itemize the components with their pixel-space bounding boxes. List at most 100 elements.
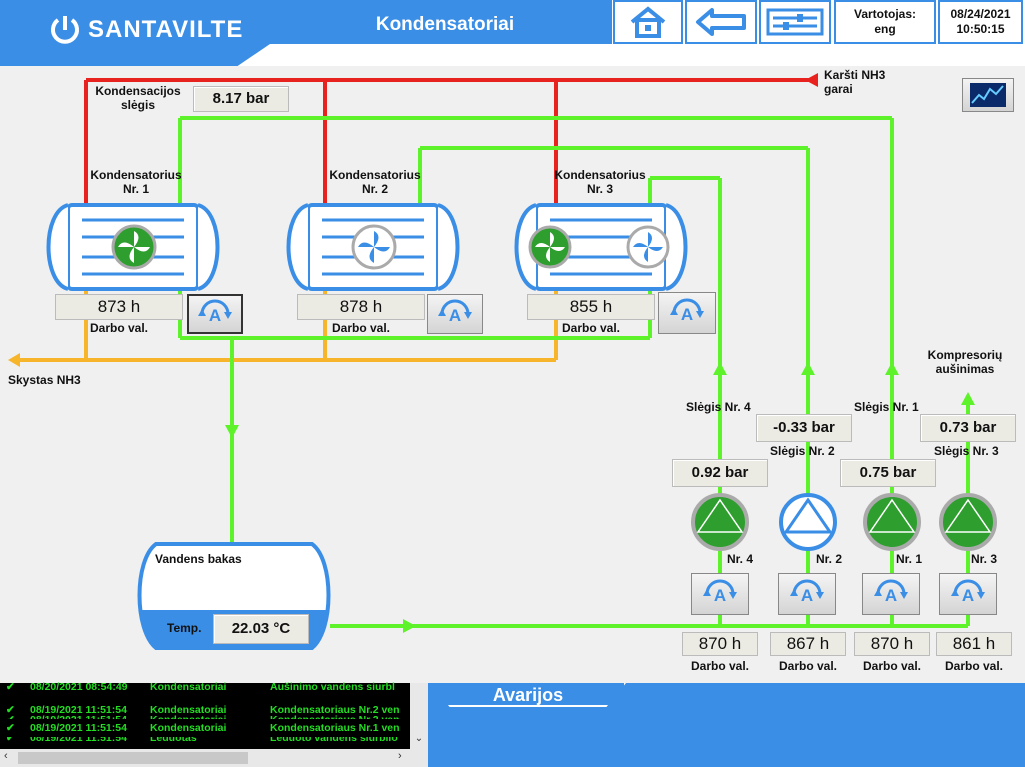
pump-3-auto-button[interactable]: A: [939, 573, 997, 615]
pressure-1-label: Slėgis Nr. 1: [854, 400, 919, 414]
auto-mode-icon: A: [438, 299, 472, 325]
alarm-hscrollbar[interactable]: ‹ ›: [0, 749, 428, 767]
pump-4-hours-label: Darbo val.: [690, 659, 750, 673]
condenser-1-hours-label: Darbo val.: [89, 321, 149, 335]
condenser-1-auto-button[interactable]: A: [187, 294, 243, 334]
auto-mode-icon: A: [670, 298, 704, 324]
auto-mode-icon: A: [951, 579, 985, 605]
settings-button[interactable]: [759, 0, 831, 44]
check-icon: ✔: [6, 681, 15, 693]
pressure-4-label: Slėgis Nr. 4: [686, 400, 751, 414]
sliders-icon: [766, 8, 824, 36]
condenser-2-hours-label: Darbo val.: [331, 321, 391, 335]
alarms-tab[interactable]: [430, 683, 626, 707]
water-tank-label: Vandens bakas: [155, 552, 242, 566]
pressure-2-value: -0.33 bar: [756, 414, 852, 442]
auto-mode-icon: A: [874, 579, 908, 605]
alarm-row[interactable]: ✔ 08/19/2021 11:51:54 Kondensatoriai Kon…: [6, 704, 400, 716]
pump-1-hours: 870 h: [854, 632, 930, 656]
pump-2-auto-button[interactable]: A: [778, 573, 836, 615]
condenser-1-hours: 873 h: [55, 294, 183, 320]
pump-3-hours-label: Darbo val.: [944, 659, 1004, 673]
fan-3b-icon: [626, 225, 670, 269]
page-title: Kondensatoriai: [375, 14, 515, 35]
back-arrow-icon: [696, 8, 746, 36]
pump-2-icon: [779, 493, 837, 551]
user-box: Vartotojas: eng: [834, 0, 936, 44]
pump-2-nr: Nr. 2: [816, 552, 843, 566]
trend-chart-icon: [970, 83, 1006, 107]
chevron-left-icon[interactable]: ‹: [4, 750, 8, 762]
fan-2-icon: [351, 224, 397, 270]
condenser-3-auto-button[interactable]: A: [658, 292, 716, 334]
pump-1-nr: Nr. 1: [896, 552, 923, 566]
condenser-2-auto-button[interactable]: A: [427, 294, 483, 334]
time-text: 10:50:15: [956, 22, 1005, 36]
svg-text:A: A: [885, 586, 897, 605]
alarms-tab-label[interactable]: Avarijos: [492, 685, 564, 705]
tank-temp-label: Temp.: [167, 621, 202, 635]
check-icon: ✔: [6, 732, 15, 744]
svg-text:A: A: [962, 586, 974, 605]
brand-bar-tail: [0, 44, 270, 66]
pressure-3-label: Slėgis Nr. 3: [934, 444, 999, 458]
liquid-arrow: [8, 353, 20, 367]
pump-1-hours-label: Darbo val.: [862, 659, 922, 673]
user-label: Vartotojas:: [853, 7, 916, 21]
liquid-nh3-label: Skystas NH3: [8, 373, 81, 387]
pump-3-hours: 861 h: [936, 632, 1012, 656]
pump-3-icon: [939, 493, 997, 551]
pump-1-auto-button[interactable]: A: [862, 573, 920, 615]
brand-bar: [0, 0, 612, 44]
hot-gas-arrow: [805, 73, 818, 87]
pressure-4-value: 0.92 bar: [672, 459, 768, 487]
pump-4-auto-button[interactable]: A: [691, 573, 749, 615]
brand-logo: SANTAVILTE: [50, 14, 243, 46]
auto-mode-icon: A: [790, 579, 824, 605]
check-icon: ✔: [6, 722, 15, 734]
hot-gas-label: Karšti NH3 garai: [824, 68, 886, 96]
svg-text:A: A: [714, 586, 726, 605]
condensation-pressure-value: 8.17 bar: [193, 86, 289, 112]
brand-name: SANTAVILTE: [88, 16, 244, 43]
pump-4-nr: Nr. 4: [727, 552, 754, 566]
scroll-thumb[interactable]: [18, 752, 248, 764]
svg-text:A: A: [681, 305, 693, 324]
tank-temp-value: 22.03 °C: [213, 614, 309, 644]
pressure-2-label: Slėgis Nr. 2: [770, 444, 835, 458]
chevron-right-icon[interactable]: ›: [398, 750, 402, 762]
back-button[interactable]: [685, 0, 757, 44]
user-value: eng: [874, 22, 896, 36]
chevron-down-icon[interactable]: ⌄: [414, 733, 424, 744]
check-icon: ✔: [6, 704, 15, 716]
condensation-pressure-label: Kondensacijos slėgis: [95, 84, 181, 112]
condenser-3-hours: 855 h: [527, 294, 655, 320]
condenser-1: [46, 203, 220, 291]
pressure-3-value: 0.73 bar: [920, 414, 1016, 442]
pump-4-icon: [691, 493, 749, 551]
svg-text:A: A: [801, 586, 813, 605]
alarm-row[interactable]: ✔ 08/20/2021 08:54:49 Kondensatoriai Auš…: [6, 681, 395, 693]
datetime-box: 08/24/2021 10:50:15: [938, 0, 1023, 44]
alarm-row[interactable]: ✔ 08/19/2021 11:51:54 Kondensatoriai Kon…: [0, 719, 410, 737]
svg-text:A: A: [449, 306, 461, 325]
compressor-cooling-label: Kompresorių aušinimas: [927, 348, 1003, 376]
pressure-1-value: 0.75 bar: [840, 459, 936, 487]
fan-3a-icon: [528, 225, 572, 269]
fan-1-icon: [111, 224, 157, 270]
pump-2-hours: 867 h: [770, 632, 846, 656]
svg-text:A: A: [209, 306, 221, 325]
date-text: 08/24/2021: [950, 7, 1011, 21]
home-icon: [630, 6, 666, 38]
condenser-3: [514, 203, 688, 291]
pump-1-icon: [863, 493, 921, 551]
alarm-scrollbar[interactable]: ⌄: [410, 683, 428, 749]
pump-2-hours-label: Darbo val.: [778, 659, 838, 673]
home-button[interactable]: [613, 0, 683, 44]
trend-button[interactable]: [962, 78, 1014, 112]
condenser-3-hours-label: Darbo val.: [561, 321, 621, 335]
